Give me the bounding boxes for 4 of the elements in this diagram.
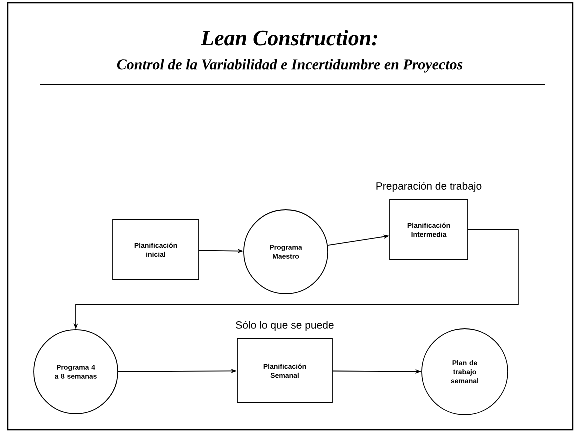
annotation: Preparación de trabajo	[376, 182, 482, 192]
annotation: Sólo lo que se puede	[236, 321, 334, 331]
subtitle: Control de la Variabilidad e Incertidumbre en Proyectos	[117, 59, 463, 73]
title: Lean Construction:	[200, 30, 378, 46]
